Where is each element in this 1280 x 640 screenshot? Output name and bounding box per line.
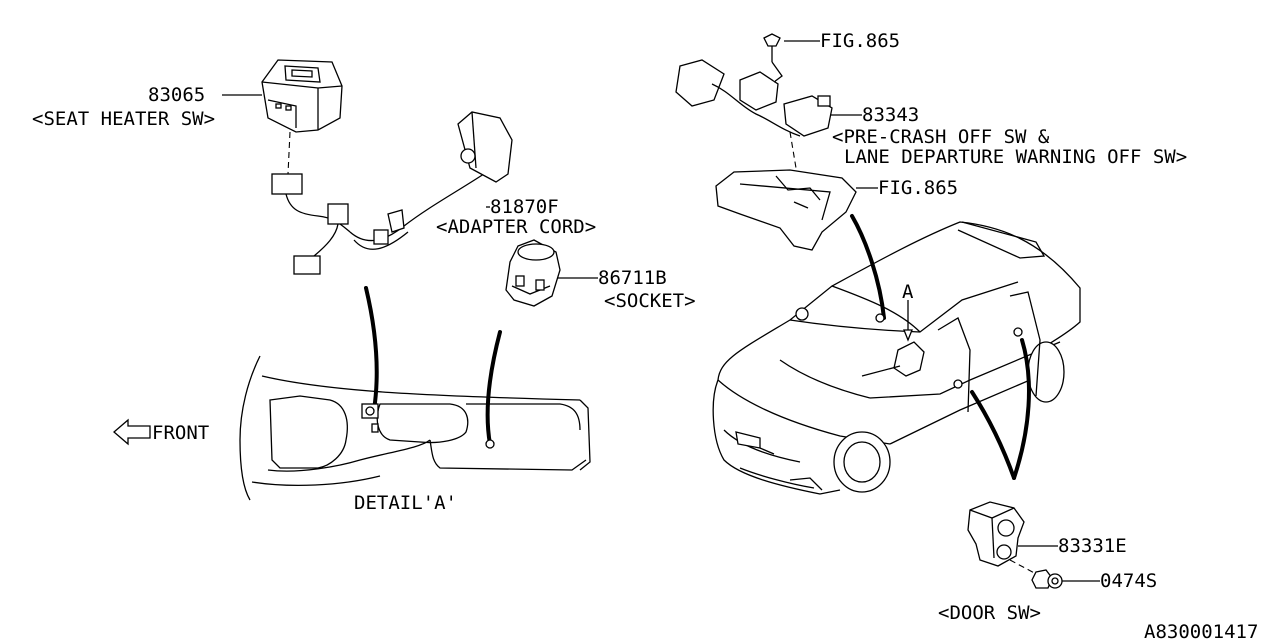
callout-line-seat-heater (364, 286, 379, 412)
socket-description: <SOCKET> (604, 290, 696, 312)
door-sw-description: <DOOR SW> (938, 602, 1041, 624)
front-arrow (113, 418, 151, 446)
callout-line-socket (485, 330, 502, 446)
adapter-cord (271, 111, 513, 275)
view-marker-label: A (902, 281, 914, 303)
door-sw-part-number: 83331E (1058, 535, 1127, 557)
callout-line-door-sw (970, 390, 1016, 480)
door-screw-part-number: 0474S (1100, 570, 1157, 592)
socket-part (505, 239, 561, 307)
console-panel-fig-ref: FIG.865 (878, 177, 958, 199)
precrash-part-number: 83343 (862, 104, 919, 126)
adapter-cord-part-number: 81870F (490, 196, 559, 218)
console-panel-part (715, 169, 857, 251)
door-screw-part (1031, 569, 1063, 589)
diagram-id: A830001417 (1144, 621, 1258, 640)
seat-heater-description: <SEAT HEATER SW> (32, 108, 215, 130)
socket-part-number: 86711B (598, 267, 667, 289)
door-switch-part (967, 501, 1025, 567)
detail-label: DETAIL'A' (354, 492, 457, 514)
front-label: FRONT (152, 422, 209, 444)
vehicle-illustration (712, 221, 1081, 495)
seat-heater-part-number: 83065 (148, 84, 205, 106)
precrash-fig-ref: FIG.865 (820, 30, 900, 52)
center-console-detail (239, 355, 591, 501)
precrash-description-line1: <PRE-CRASH OFF SW & (832, 126, 1050, 148)
precrash-description-line2: LANE DEPARTURE WARNING OFF SW> (844, 146, 1187, 168)
seat-heater-switch (261, 59, 343, 133)
adapter-cord-description: <ADAPTER CORD> (436, 216, 596, 238)
precrash-switch-assembly (675, 33, 833, 137)
